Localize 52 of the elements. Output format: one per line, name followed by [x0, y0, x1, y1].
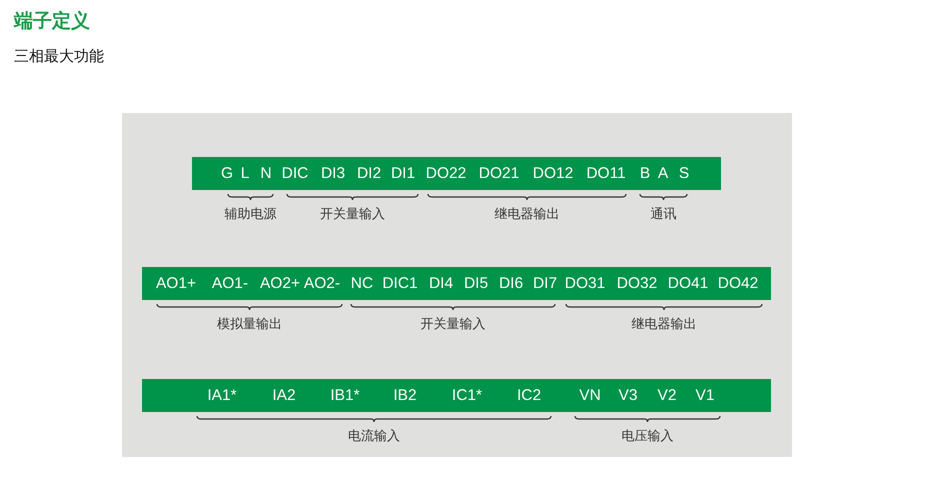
group-label: 继电器输出	[632, 315, 696, 333]
terminal-label: DIC1	[382, 274, 418, 294]
terminal-label: IC2	[516, 386, 542, 406]
subheading: 三相最大功能	[14, 47, 104, 66]
terminal-label: V2	[658, 386, 676, 406]
group-label: 电压输入	[622, 427, 674, 445]
terminal-label: AO2+	[260, 274, 300, 294]
terminal-label: V3	[618, 386, 638, 406]
terminal-label: N	[260, 164, 272, 184]
terminal-label: B	[640, 164, 650, 184]
terminal-label: DI5	[464, 274, 488, 294]
terminal-label: AO2-	[304, 274, 340, 294]
group-label: 辅助电源	[224, 205, 276, 223]
terminal-strip	[192, 157, 721, 190]
terminal-label: V1	[696, 386, 714, 406]
terminal-label: AO1-	[212, 274, 248, 294]
terminal-label: DI2	[356, 164, 382, 184]
terminal-strip	[142, 267, 771, 300]
terminal-strip	[142, 379, 771, 412]
terminal-label: A	[658, 164, 668, 184]
terminal-label: IB2	[393, 386, 417, 406]
group-label: 电流输入	[348, 427, 400, 445]
terminal-label: IA2	[272, 386, 296, 406]
heading: 端子定义	[14, 10, 90, 34]
terminal-label: S	[678, 164, 690, 184]
terminal-label: DO42	[718, 274, 758, 294]
terminal-label: DO11	[586, 164, 626, 184]
terminal-label: DO22	[426, 164, 466, 184]
terminal-label: DIC	[282, 164, 308, 184]
terminal-label: L	[240, 164, 250, 184]
terminal-label: VN	[579, 386, 601, 406]
terminal-label: DO21	[478, 164, 520, 184]
terminal-label: DI3	[320, 164, 346, 184]
terminal-label: DI4	[428, 274, 454, 294]
group-label: 开关量输入	[320, 205, 385, 223]
terminal-label: NC	[350, 274, 374, 294]
terminal-label: IA1*	[207, 386, 237, 406]
terminal-label: AO1+	[156, 274, 196, 294]
terminal-label: DO41	[668, 274, 708, 294]
group-label: 继电器输出	[494, 205, 560, 223]
terminal-label: IC1*	[452, 386, 482, 406]
terminal-label: DO32	[616, 274, 658, 294]
terminal-label: DO31	[564, 274, 606, 294]
terminal-label: IB1*	[330, 386, 360, 406]
group-label: 开关量输入	[420, 315, 486, 333]
terminal-label: DO12	[532, 164, 574, 184]
group-label: 通讯	[650, 205, 676, 223]
terminal-label: DI1	[390, 164, 416, 184]
group-label: 模拟量输出	[217, 315, 282, 333]
terminal-label: DI6	[498, 274, 524, 294]
terminal-label: DI7	[532, 274, 558, 294]
terminal-label: G	[220, 164, 234, 184]
